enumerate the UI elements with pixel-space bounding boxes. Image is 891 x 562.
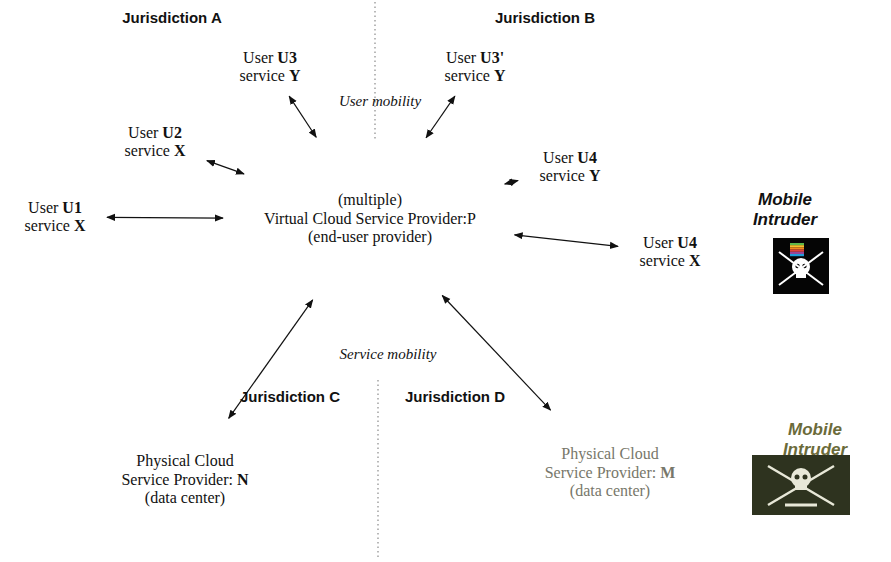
node-text: User U1 service X (25, 199, 86, 236)
intruder-region: Mobile IntruderPhysical Cloud Service Pr… (458, 383, 891, 562)
mobility-ellipse: Service mobility (176, 335, 601, 375)
jurisdiction-label: Jurisdiction D (405, 388, 505, 405)
user-hexagon: User U3 service Y (220, 40, 320, 95)
connector-arrow (107, 217, 223, 219)
user-hexagon: User U4 service X (620, 225, 720, 280)
node-text: Service mobility (339, 346, 436, 363)
node-text: Physical Cloud Service Provider: M (data… (545, 445, 676, 500)
user-hexagon: User U3' service Y (425, 40, 525, 95)
node-text: User U4 service X (640, 234, 701, 271)
connector-arrow (207, 161, 244, 174)
node-text: User U3 service Y (240, 49, 301, 86)
mobility-ellipse: User mobility (275, 85, 485, 119)
node-text: User mobility (339, 93, 421, 110)
pirate-apple-icon (773, 238, 829, 294)
connector-arrow (426, 96, 455, 138)
node-text: Physical Cloud Service Provider: N (data… (121, 452, 248, 507)
node-text: User U4 service Y (540, 149, 601, 186)
user-hexagon: User U2 service X (105, 115, 205, 170)
intruder-label: Mobile Intruder (755, 420, 875, 459)
pirate-flag (752, 455, 850, 515)
jurisdiction-label: Jurisdiction B (495, 9, 595, 26)
user-hexagon: User U1 service X (5, 190, 105, 245)
jurisdiction-label-box: Jurisdiction A (122, 9, 221, 26)
data-center-box: Physical Cloud Service Provider: M (data… (500, 412, 720, 535)
intruder-region-outline (595, 132, 891, 302)
intruder-region: Mobile IntruderUser U4 service X (595, 132, 891, 302)
jurisdiction-label-box: Jurisdiction B (495, 9, 595, 26)
connector-arrow (515, 235, 618, 246)
jurisdiction-label-box: Jurisdiction C (240, 388, 340, 405)
data-center-box: Physical Cloud Service Provider: N (data… (70, 420, 300, 540)
user-hexagon: User U4 service Y (520, 140, 620, 195)
jurisdiction-label: Jurisdiction A (122, 9, 221, 26)
connector-arrow (505, 181, 518, 184)
node-text: (multiple) Virtual Cloud Service Provide… (264, 191, 476, 246)
virtual-provider-ellipse: (multiple) Virtual Cloud Service Provide… (225, 133, 515, 305)
connector-arrow (289, 96, 316, 137)
node-text: User U2 service X (125, 124, 186, 161)
jurisdiction-label-box: Jurisdiction D (405, 388, 505, 405)
node-text: User U3' service Y (445, 49, 506, 86)
intruder-label: Mobile Intruder (730, 190, 840, 229)
jurisdiction-divider (377, 380, 378, 560)
jurisdiction-label: Jurisdiction C (240, 388, 340, 405)
jurisdiction-divider (374, 2, 375, 140)
